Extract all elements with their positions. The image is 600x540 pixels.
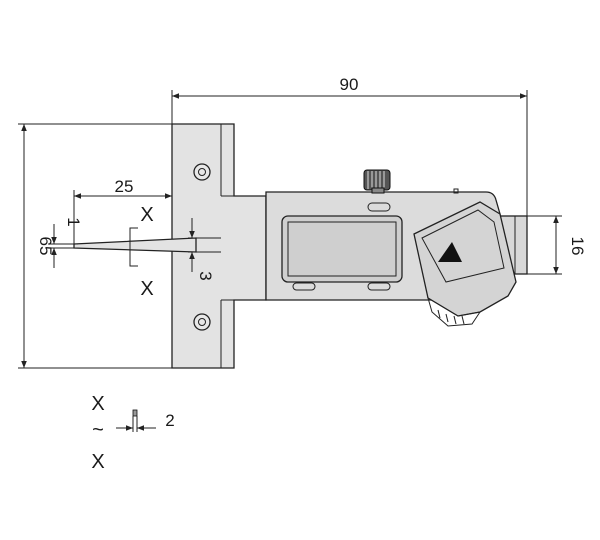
display-bezel [281,215,403,283]
detail-separator: ~ [92,419,104,441]
dim-detail-width: 2 [165,411,174,430]
knurled-knob-icon [363,169,391,194]
grip [427,296,482,327]
dim-beam-height: 16 [568,237,587,256]
probe-cross-section [132,409,138,417]
dim-overall-height: 65 [36,237,55,256]
dim-probe-length: 25 [115,177,134,196]
section-marker-bottom: X [140,278,153,300]
control-panel-inner [421,209,505,283]
detail-marker-bottom: X [91,451,104,473]
section-bracket [129,227,138,267]
screw-icon-bottom [193,313,211,331]
detail-marker-top: X [91,393,104,415]
probe [73,237,197,253]
body-slot-bottom-left [292,282,316,291]
dim-probe-tip-width: 1 [64,217,83,226]
screw-icon-top [193,163,211,181]
body-slot-bottom-right [367,282,391,291]
dim-overall-length: 90 [340,75,359,94]
dim-probe-step: 3 [196,271,215,280]
triangle-up-icon[interactable] [438,242,462,262]
section-marker-top: X [140,204,153,226]
lcd-display [287,221,397,277]
body-slot-top [367,202,391,212]
